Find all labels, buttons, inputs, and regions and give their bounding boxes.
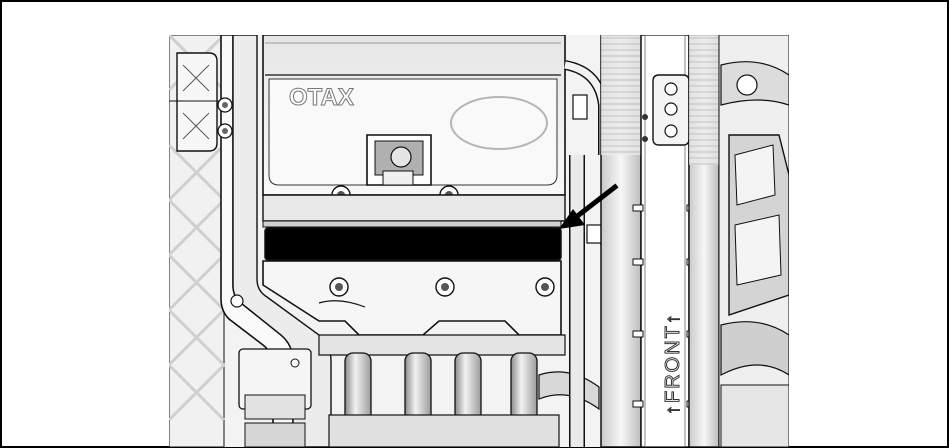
engine-drawing: OTAX xyxy=(169,35,789,447)
engine-illustration: OTAX xyxy=(169,35,789,447)
cylinder-head xyxy=(262,194,566,228)
highlight-band xyxy=(264,227,562,261)
engine-brand-text: OTAX xyxy=(289,84,354,111)
left-truss xyxy=(169,35,226,447)
right-components xyxy=(718,35,789,447)
crankcase xyxy=(262,260,566,356)
valve-cover: OTAX xyxy=(262,35,566,205)
left-rail xyxy=(217,35,332,447)
arrow-icon xyxy=(559,183,619,229)
right-tube xyxy=(688,35,720,447)
front-frame-member: ↑FRONT↑ xyxy=(632,35,706,447)
front-marking-text: ↑FRONT↑ xyxy=(662,312,684,415)
frame-tube xyxy=(600,35,642,447)
